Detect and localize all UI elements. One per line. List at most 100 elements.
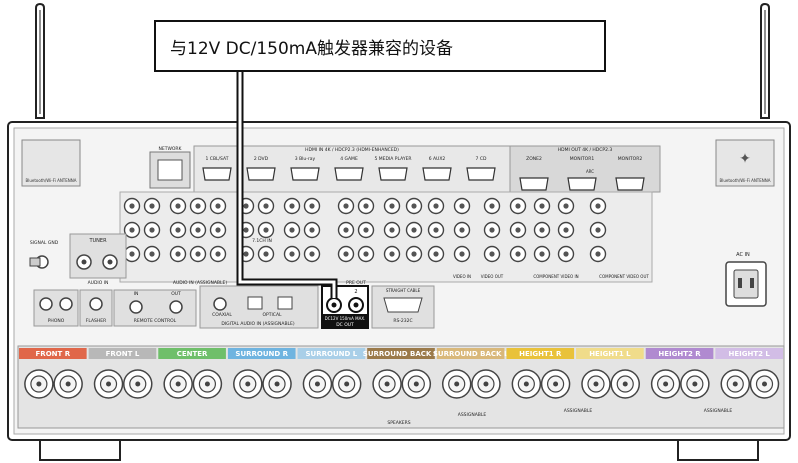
speaker-label: SURROUND R — [235, 350, 288, 358]
rca-jack-pin — [515, 203, 521, 209]
dc-out-label-2: 2 — [354, 289, 357, 295]
rca-jack-pin — [539, 227, 545, 233]
speaker-label: HEIGHT2 L — [728, 350, 770, 358]
speaker-binding-post-hole — [413, 381, 419, 387]
speaker-binding-post-hole — [384, 381, 390, 387]
rca-jack-pin — [343, 227, 349, 233]
rca-jack-pin — [459, 251, 465, 257]
hdmi-in-title: HDMI IN 4K / HDCP2.3 (HDMI-ENHANCED) — [305, 147, 399, 153]
hdmi-out-port-label: MONITOR1 — [570, 156, 595, 162]
speaker-binding-post-hole — [732, 381, 738, 387]
speaker-binding-post-hole — [483, 381, 489, 387]
rca-jack-pin — [309, 227, 315, 233]
arc-label: ARC — [586, 169, 594, 174]
rca-jack-pin — [309, 251, 315, 257]
rca-jack-pin — [539, 251, 545, 257]
speaker-label: SURROUND L — [306, 350, 358, 358]
speaker-label: HEIGHT1 L — [589, 350, 631, 358]
rca-jack-pin — [515, 251, 521, 257]
rca-jack-pin — [243, 251, 249, 257]
rca-jack-pin — [129, 227, 135, 233]
ir-in-label: IN — [134, 291, 139, 297]
speaker-label-band — [645, 348, 714, 359]
speaker-binding-post-hole — [344, 381, 350, 387]
hdmi-in-port — [202, 167, 232, 181]
hdmi-in-port-label: 6 AUX2 — [429, 156, 446, 162]
rca-jack-pin — [343, 203, 349, 209]
rca-jack-pin — [263, 203, 269, 209]
rca-jack-pin — [363, 227, 369, 233]
optical-label: OPTICAL — [262, 312, 282, 318]
hdmi-in-port-label: 7 CD — [476, 156, 487, 162]
component-out-label: COMPONENT VIDEO OUT — [599, 274, 649, 279]
rca-jack-pin — [411, 251, 417, 257]
dc-out-name: DC OUT — [336, 322, 354, 328]
speaker-terminals — [24, 369, 780, 399]
speaker-binding-post-hole — [553, 381, 559, 387]
rca-jack-pin — [563, 227, 569, 233]
speaker-binding-post-hole — [106, 381, 112, 387]
rca-jack-pin — [389, 227, 395, 233]
rca-jack-pin — [459, 227, 465, 233]
hdmi-in-port — [466, 167, 496, 181]
tuner-block — [69, 233, 127, 279]
hdmi-in-port-label: 1 CBL/SAT — [206, 156, 229, 162]
bluetooth-symbol-icon: ✦ — [739, 151, 751, 167]
rca-jack-pin — [289, 203, 295, 209]
dc-out-rating: DC12V 150mA MAX. — [325, 316, 366, 321]
hdmi-in-port-label: 4 GAME — [340, 156, 358, 162]
assignable-label-2: ASSIGNABLE — [564, 408, 593, 414]
hdmi-in-port-label: 2 DVD — [254, 156, 269, 162]
rca-jack-pin — [539, 203, 545, 209]
left-antenna — [35, 2, 45, 119]
rca-jack-pin — [195, 227, 201, 233]
right-antenna — [760, 2, 770, 119]
rca-jack-pin — [215, 251, 221, 257]
speaker-binding-post-hole — [204, 381, 210, 387]
speaker-label: CENTER — [177, 350, 208, 358]
phono-label: PHONO — [48, 318, 65, 324]
rs232c-label: RS-232C — [393, 318, 412, 324]
video-in-label: VIDEO IN — [453, 274, 471, 279]
rca-jack-pin — [129, 203, 135, 209]
rca-jack-pin — [563, 203, 569, 209]
speaker-label: SURROUND BACK R — [363, 350, 440, 358]
speakers-label: SPEAKERS — [387, 420, 410, 426]
hdmi-in-port — [422, 167, 452, 181]
speaker-label-band — [88, 348, 157, 359]
assignable-label-1: ASSIGNABLE — [458, 412, 487, 418]
ir-out-label: OUT — [171, 291, 181, 297]
ac-in-label: AC IN — [736, 252, 750, 258]
rca-jack-pin — [195, 203, 201, 209]
speaker-label-band — [436, 348, 505, 359]
rca-jack-pin — [289, 227, 295, 233]
rca-jack-pin — [389, 203, 395, 209]
speaker-binding-post-hole — [314, 381, 320, 387]
audio-in-label: AUDIO IN — [88, 280, 109, 286]
rca-jack-pin — [129, 251, 135, 257]
rca-jack-pin — [243, 203, 249, 209]
rca-jack-pin — [289, 251, 295, 257]
device-callout-text: 与12V DC/150mA触发器兼容的设备 — [170, 38, 453, 59]
hdmi-in-port — [378, 167, 408, 181]
speaker-binding-post-hole — [135, 381, 141, 387]
speaker-binding-post-hole — [245, 381, 251, 387]
rca-jack-pin — [515, 227, 521, 233]
network-label: NETWORK — [158, 146, 182, 152]
assignable-label-3: ASSIGNABLE — [704, 408, 733, 414]
hdmi-in-port — [290, 167, 320, 181]
left-foot — [39, 439, 121, 461]
rca-jack-pin — [343, 251, 349, 257]
hdmi-out-port — [519, 177, 549, 191]
speaker-binding-post-hole — [663, 381, 669, 387]
speaker-label-band — [297, 348, 366, 359]
speaker-label: HEIGHT1 R — [519, 350, 562, 358]
left-antenna-label: Bluetooth/Wi-Fi ANTENNA — [26, 178, 77, 183]
signal-gnd-label: SIGNAL GND — [30, 240, 59, 246]
speaker-label: FRONT R — [36, 350, 71, 358]
rca-jack-pin — [595, 203, 601, 209]
rca-jack-pin — [489, 251, 495, 257]
